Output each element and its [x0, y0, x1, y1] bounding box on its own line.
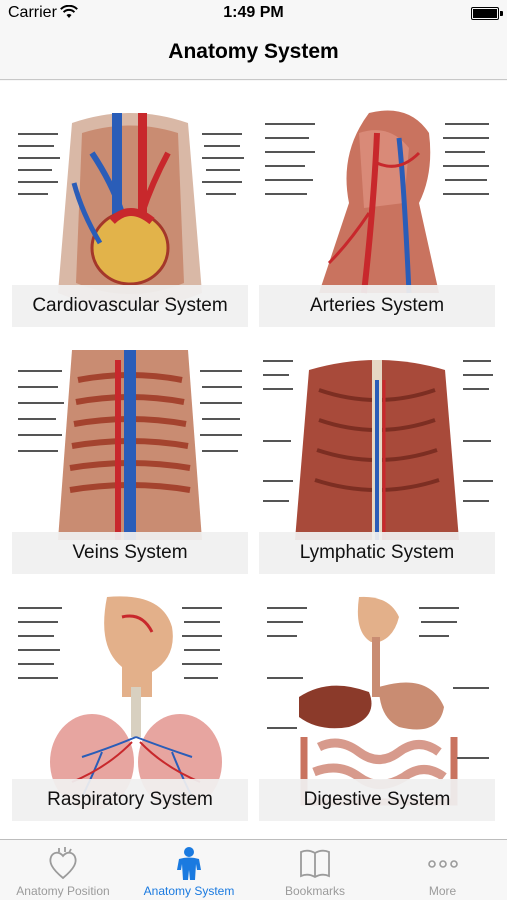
tab-bar: Anatomy Position Anatomy System Bookmark… [0, 839, 507, 900]
card-label: Raspiratory System [12, 779, 248, 821]
anatomy-system-grid: Cardiovascular System Arteries System [0, 81, 507, 839]
battery-icon [471, 7, 503, 20]
card-label: Cardiovascular System [12, 285, 248, 327]
tab-bookmarks[interactable]: Bookmarks [252, 840, 378, 900]
ellipsis-icon [427, 860, 458, 868]
tab-label: More [428, 884, 457, 898]
card-digestive-system[interactable]: Digestive System [259, 587, 495, 821]
body-figure-icon [177, 847, 201, 880]
wifi-icon [60, 5, 78, 18]
clock: 1:49 PM [223, 4, 284, 21]
page-title: Anatomy System [168, 40, 339, 63]
card-arteries-system[interactable]: Arteries System [259, 93, 495, 327]
card-label: Digestive System [259, 779, 495, 821]
card-respiratory-system[interactable]: Raspiratory System [12, 587, 248, 821]
tab-more[interactable]: More [378, 840, 507, 900]
card-label: Lymphatic System [259, 532, 495, 574]
tab-label: Anatomy System [143, 884, 235, 898]
tab-label: Bookmarks [284, 884, 346, 898]
card-label: Veins System [12, 532, 248, 574]
tab-anatomy-position[interactable]: Anatomy Position [0, 840, 126, 900]
heart-outline-icon [49, 847, 77, 880]
tab-label: Anatomy Position [16, 884, 110, 898]
card-lymphatic-system[interactable]: Lymphatic System [259, 340, 495, 574]
card-cardiovascular-system[interactable]: Cardiovascular System [12, 93, 248, 327]
navigation-bar: Anatomy System [0, 28, 507, 80]
carrier-label: Carrier [8, 4, 57, 21]
card-label: Arteries System [259, 285, 495, 327]
status-bar: Carrier 1:49 PM [0, 0, 507, 28]
tab-anatomy-system[interactable]: Anatomy System [126, 840, 252, 900]
book-icon [300, 849, 330, 879]
card-veins-system[interactable]: Veins System [12, 340, 248, 574]
